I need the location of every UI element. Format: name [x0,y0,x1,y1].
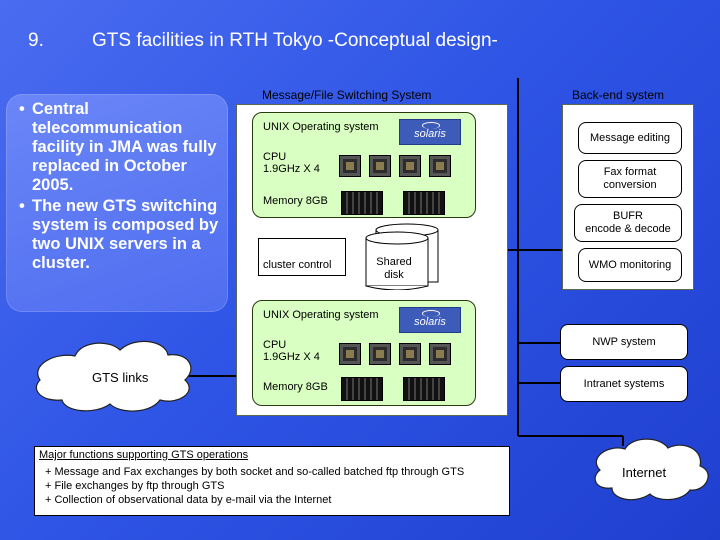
gts-links-cloud [35,340,192,412]
memory-stick-icon [341,191,383,215]
memory-stick-icon [403,191,445,215]
nwp-system-box: NWP system [560,324,688,360]
server-2-memory-sticks [341,375,461,401]
cpu-chip-icon [339,343,361,365]
function-item-2: + File exchanges by ftp through GTS [45,480,225,492]
cpu-chip-icon [399,343,421,365]
intro-bullet-1: Central telecommunication facility in JM… [19,100,228,195]
backend-fax-conversion-label: Fax format conversion [603,166,657,191]
cpu-chip-icon [369,155,391,177]
backend-bufr-label: BUFR encode & decode [585,210,671,235]
server-1-cpu-chips [337,151,457,179]
server-2-cpu: CPU 1.9GHz X 4 [263,339,320,363]
functions-heading: Major functions supporting GTS operation… [39,449,249,461]
cpu-chip-icon [429,343,451,365]
server-1: UNIX Operating system solaris CPU 1.9GHz… [252,112,476,218]
cpu-chip-icon [429,155,451,177]
server-2: UNIX Operating system solaris CPU 1.9GHz… [252,300,476,406]
server-1-memory-sticks [341,189,461,215]
backend-wmo-monitoring-label: WMO monitoring [588,258,672,271]
slide-number: 9. [28,30,44,51]
cpu-chip-icon [339,155,361,177]
intranet-systems-label: Intranet systems [583,377,665,390]
server-2-os: UNIX Operating system [263,309,379,321]
cluster-control-label: cluster control [263,259,332,271]
memory-stick-icon [403,377,445,401]
backend-message-editing: Message editing [578,122,682,154]
cluster-control-box: cluster control [258,238,346,276]
server-2-memory: Memory 8GB [263,381,328,393]
intro-bullet-2: The new GTS switching system is composed… [19,197,228,273]
backend-system-label: Back-end system [572,88,665,102]
solaris-logo-2: solaris [399,307,461,333]
memory-stick-icon [341,377,383,401]
server-1-cpu: CPU 1.9GHz X 4 [263,151,320,175]
solaris-logo-1: solaris [399,119,461,145]
backend-fax-conversion: Fax format conversion [578,160,682,198]
cpu-chip-icon [369,343,391,365]
function-item-1: + Message and Fax exchanges by both sock… [45,466,465,478]
backend-wmo-monitoring: WMO monitoring [578,248,682,282]
internet-cloud [594,438,709,501]
shared-disk-icon [365,223,439,290]
backend-message-editing-label: Message editing [589,131,671,144]
server-1-memory: Memory 8GB [263,195,328,207]
internet-label: Internet [622,465,667,480]
nwp-system-label: NWP system [592,335,656,348]
function-item-3: + Collection of observational data by e-… [45,494,332,506]
server-1-os: UNIX Operating system [263,121,379,133]
backend-bufr: BUFR encode & decode [574,204,682,242]
switching-system-label: Message/File Switching System [262,88,432,102]
gts-links-label: GTS links [92,370,149,385]
server-2-cpu-chips [337,339,457,367]
intranet-systems-box: Intranet systems [560,366,688,402]
shared-disk-label: Shared disk [376,256,412,281]
slide-title: GTS facilities in RTH Tokyo -Conceptual … [92,30,498,51]
intro-panel: Central telecommunication facility in JM… [6,94,228,312]
cpu-chip-icon [399,155,421,177]
functions-box: Major functions supporting GTS operation… [34,446,510,516]
intro-list: Central telecommunication facility in JM… [6,100,228,273]
